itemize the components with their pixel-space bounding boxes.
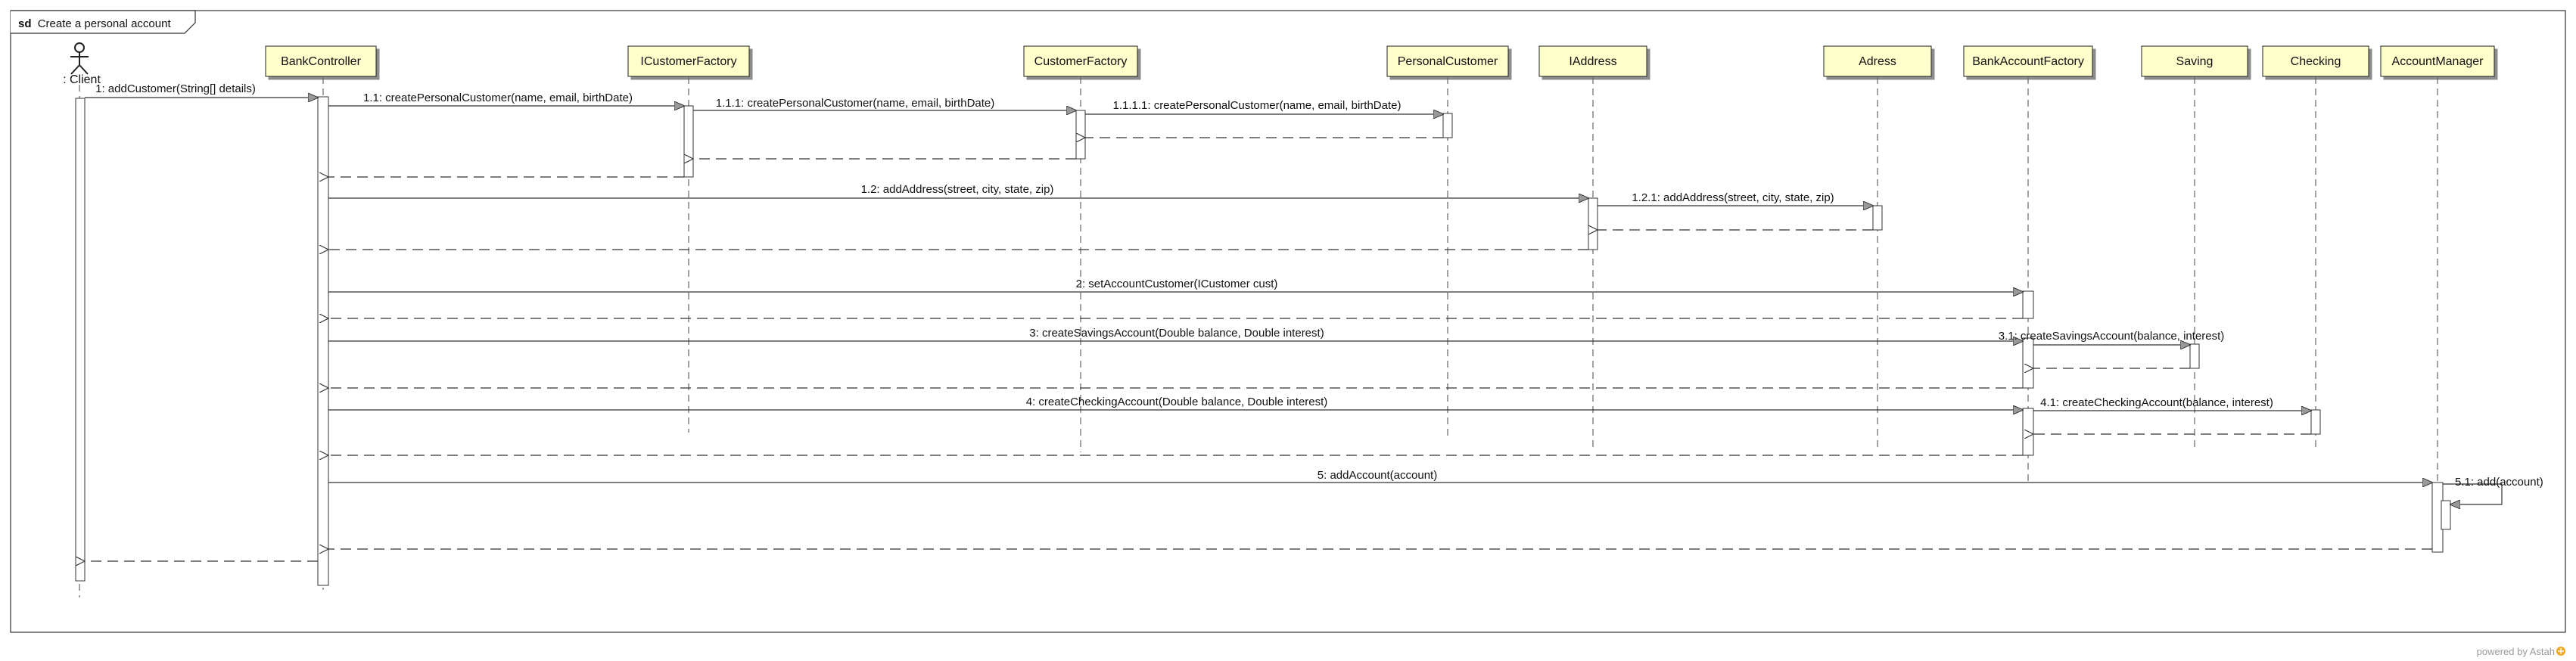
actor-client[interactable]: : Client: [63, 42, 101, 86]
participant-iaddress[interactable]: IAddress: [1538, 45, 1647, 77]
msg-4-label: 4: createCheckingAccount(Double balance,…: [1026, 396, 1328, 408]
activation-icustomerfactory: [683, 105, 694, 178]
svg-text:PersonalCustomer: PersonalCustomer: [1398, 55, 1498, 68]
activation-personalcustomer: [1442, 113, 1453, 138]
return-messages: [85, 138, 2432, 561]
participant-accountmanager[interactable]: AccountManager: [2380, 45, 2495, 77]
msg-5-1-label: 5.1: add(account): [2455, 476, 2543, 489]
svg-text:BankAccountFactory: BankAccountFactory: [1972, 55, 2084, 68]
astah-logo-icon: [2556, 647, 2565, 656]
participant-checking[interactable]: Checking: [2262, 45, 2369, 77]
activation-bankaccountfactory-3: [2022, 408, 2034, 456]
msg-1-label: 1: addCustomer(String[] details): [95, 82, 256, 95]
frame-title-tab: [11, 10, 196, 34]
msg-2-label: 2: setAccountCustomer(ICustomer cust): [1076, 278, 1278, 290]
activations: [317, 96, 2451, 586]
participant-adress[interactable]: Adress: [1823, 45, 1932, 77]
activation-iaddress: [1588, 197, 1598, 250]
msg-3-1-label: 3.1: createSavingsAccount(balance, inter…: [1999, 330, 2225, 343]
activation-bankaccountfactory-1: [2022, 290, 2034, 319]
svg-text:BankController: BankController: [281, 55, 362, 68]
svg-text:CustomerFactory: CustomerFactory: [1034, 55, 1128, 68]
activation-client: [75, 98, 86, 582]
actor-label: : Client: [63, 73, 101, 86]
activation-customerfactory: [1075, 110, 1086, 160]
msg-5-1-arrow: [2443, 483, 2503, 504]
frame-title: sd Create a personal account: [18, 17, 171, 30]
svg-text:AccountManager: AccountManager: [2392, 55, 2484, 68]
svg-text:Checking: Checking: [2291, 55, 2341, 68]
svg-text:ICustomerFactory: ICustomerFactory: [640, 55, 736, 68]
participant-bankaccountfactory[interactable]: BankAccountFactory: [1963, 45, 2093, 77]
msg-1-2-label: 1.2: addAddress(street, city, state, zip…: [861, 183, 1054, 196]
participant-icustomerfactory[interactable]: ICustomerFactory: [627, 45, 750, 77]
svg-text:Saving: Saving: [2176, 55, 2214, 68]
msg-1-2-1-label: 1.2.1: addAddress(street, city, state, z…: [1632, 191, 1834, 204]
svg-text:IAddress: IAddress: [1569, 55, 1616, 68]
participant-bankcontroller[interactable]: BankController: [265, 45, 377, 77]
footer-text: powered by Astah: [2477, 646, 2555, 657]
sync-messages: [85, 98, 2503, 504]
activation-bankaccountfactory-2: [2022, 337, 2034, 389]
participant-saving[interactable]: Saving: [2141, 45, 2248, 77]
activation-checking: [2310, 409, 2321, 435]
activation-accountmanager-self: [2441, 500, 2451, 530]
msg-1-1-1-1-label: 1.1.1.1: createPersonalCustomer(name, em…: [1112, 99, 1401, 112]
actor-head-icon: [74, 42, 85, 53]
activation-saving: [2189, 343, 2200, 369]
svg-text:Adress: Adress: [1859, 55, 1896, 68]
diagram-frame: [10, 10, 2566, 633]
participant-customerfactory[interactable]: CustomerFactory: [1023, 45, 1138, 77]
msg-4-1-label: 4.1: createCheckingAccount(balance, inte…: [2040, 396, 2273, 409]
msg-5-label: 5: addAccount(account): [1318, 469, 1437, 482]
msg-1-1-1-label: 1.1.1: createPersonalCustomer(name, emai…: [716, 97, 995, 110]
msg-3-label: 3: createSavingsAccount(Double balance, …: [1029, 327, 1324, 340]
activation-adress: [1872, 205, 1883, 231]
activation-bankcontroller: [317, 96, 329, 586]
participant-personalcustomer[interactable]: PersonalCustomer: [1386, 45, 1509, 77]
msg-1-1-label: 1.1: createPersonalCustomer(name, email,…: [363, 92, 633, 104]
